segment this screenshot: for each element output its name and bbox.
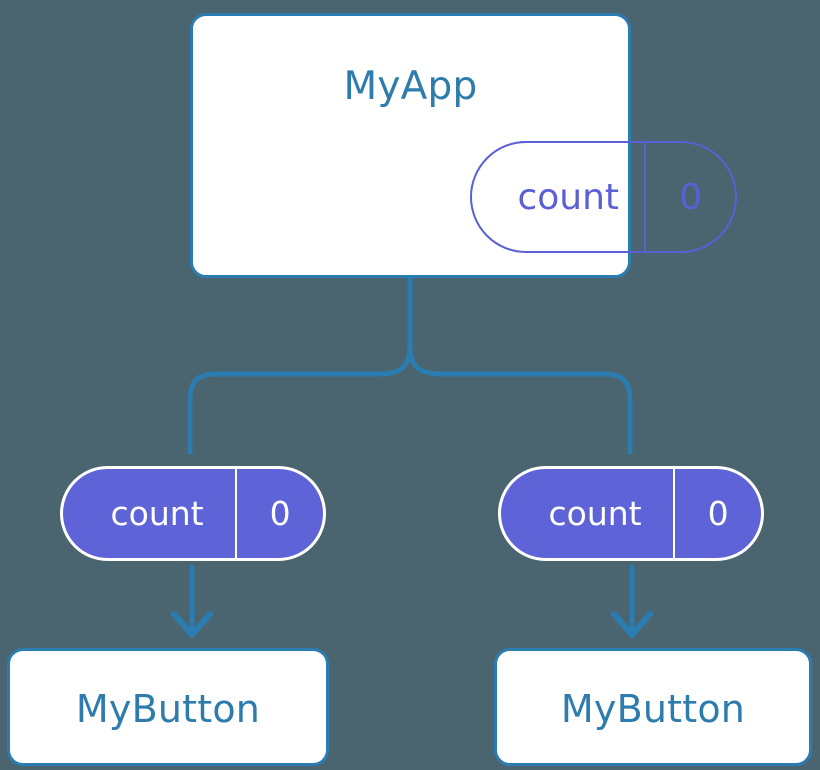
component-title-myapp: MyApp (343, 64, 478, 109)
component-card-myapp[interactable]: MyApp count 0 (190, 13, 737, 278)
prop-pill-left[interactable]: count 0 (60, 466, 326, 561)
state-pill-value: 0 (644, 143, 735, 251)
arrow-right-pill-to-button (611, 564, 653, 638)
connector-split-left (187, 342, 413, 455)
arrow-left-pill-to-button (171, 564, 213, 638)
component-card-mybutton-right[interactable]: MyButton (494, 648, 812, 766)
component-card-mybutton-left[interactable]: MyButton (7, 648, 329, 766)
prop-pill-left-key: count (110, 494, 204, 533)
component-title-mybutton-left: MyButton (75, 687, 261, 731)
component-title-mybutton-right: MyButton (560, 687, 746, 731)
prop-pill-right-value: 0 (673, 469, 761, 558)
prop-pill-left-value: 0 (235, 469, 323, 558)
state-pill-count[interactable]: count 0 (470, 141, 737, 253)
prop-pill-right[interactable]: count 0 (498, 466, 764, 561)
prop-pill-right-key: count (548, 494, 642, 533)
state-pill-key: count (517, 176, 620, 218)
connector-split-right (407, 342, 633, 455)
